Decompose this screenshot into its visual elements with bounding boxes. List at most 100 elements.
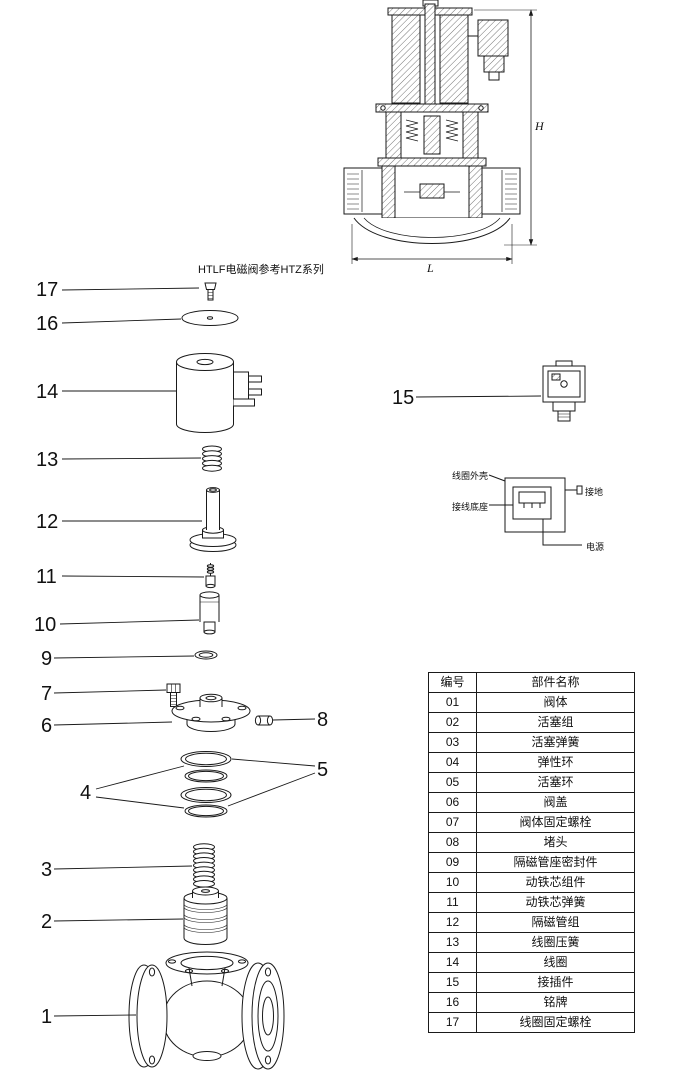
callout-3: 3	[41, 859, 53, 881]
callout-15: 15	[392, 387, 415, 409]
part-name-cell: 活塞环	[476, 772, 635, 793]
part-number-cell: 03	[428, 732, 477, 753]
part-17-coil-screw-drawing	[204, 282, 217, 301]
part-name-cell: 活塞组	[476, 712, 635, 733]
part-number-cell: 12	[428, 912, 477, 933]
part-04-05-rings-drawing	[180, 751, 232, 818]
part-number-cell: 09	[428, 852, 477, 873]
wiring-label-power: 电源	[586, 542, 605, 552]
part-name-cell: 动铁芯组件	[476, 872, 635, 893]
part-number-cell: 14	[428, 952, 477, 973]
part-name-cell: 线圈	[476, 952, 635, 973]
callout-8: 8	[317, 709, 329, 731]
wiring-label-terminal-base: 接线底座	[452, 502, 489, 512]
callout-10: 10	[34, 614, 57, 636]
part-name-cell: 线圈压簧	[476, 932, 635, 953]
callout-4: 4	[80, 782, 92, 804]
part-name-cell: 接插件	[476, 972, 635, 993]
part-07-body-bolt-drawing	[166, 683, 181, 707]
part-03-piston-spring-drawing	[193, 843, 215, 888]
valve-cross-section-drawing	[343, 0, 537, 264]
part-12-sleeve-tube-drawing	[189, 487, 237, 552]
part-number-cell: 05	[428, 772, 477, 793]
part-number-cell: 15	[428, 972, 477, 993]
part-number-cell: 11	[428, 892, 477, 913]
part-name-cell: 隔磁管组	[476, 912, 635, 933]
part-02-piston-group-drawing	[183, 886, 228, 945]
callout-2: 2	[41, 911, 53, 933]
part-number-cell: 16	[428, 992, 477, 1013]
part-number-cell: 10	[428, 872, 477, 893]
callout-16: 16	[36, 313, 59, 335]
column-header-name: 部件名称	[476, 672, 635, 693]
part-number-cell: 07	[428, 812, 477, 833]
part-name-cell: 弹性环	[476, 752, 635, 773]
part-08-plug-drawing	[254, 715, 274, 726]
part-number-cell: 01	[428, 692, 477, 713]
callout-9: 9	[41, 648, 53, 670]
part-10-plunger-assembly-drawing	[199, 591, 220, 635]
part-name-cell: 堵头	[476, 832, 635, 853]
part-number-cell: 17	[428, 1012, 477, 1033]
wiring-label-coil-shell: 线圈外壳	[452, 471, 489, 481]
part-name-cell: 阀体	[476, 692, 635, 713]
wiring-label-ground: 接地	[585, 487, 604, 497]
callout-6: 6	[41, 715, 53, 737]
parts-table-header-row: 编号 部件名称	[428, 672, 635, 693]
dimension-label-l: L	[427, 261, 434, 275]
wiring-diagram-drawing	[488, 474, 583, 546]
callout-1: 1	[41, 1006, 53, 1028]
ground-symbol	[576, 485, 583, 495]
part-06-valve-cover-drawing	[171, 693, 251, 732]
callout-leader-lines	[53, 287, 542, 1017]
part-number-cell: 08	[428, 832, 477, 853]
callout-12: 12	[36, 511, 59, 533]
part-11-plunger-spring-drawing	[205, 563, 216, 589]
part-15-connector-drawing	[542, 360, 586, 422]
part-name-cell: 阀体固定螺栓	[476, 812, 635, 833]
callout-5: 5	[317, 759, 329, 781]
callout-17: 17	[36, 279, 59, 301]
part-13-coil-pressure-spring-drawing	[202, 445, 222, 472]
callout-11: 11	[36, 566, 57, 588]
callout-14: 14	[36, 381, 59, 403]
part-number-cell: 02	[428, 712, 477, 733]
part-number-cell: 04	[428, 752, 477, 773]
part-name-cell: 动铁芯弹簧	[476, 892, 635, 913]
callout-7: 7	[41, 683, 53, 705]
exploded-parts-drawings	[128, 282, 285, 1070]
dimension-label-h: H	[535, 119, 544, 133]
part-09-seal-ring-drawing	[194, 650, 218, 660]
part-number-cell: 06	[428, 792, 477, 813]
part-14-coil-drawing	[176, 353, 262, 433]
part-16-nameplate-drawing	[181, 310, 239, 326]
part-number-cell: 13	[428, 932, 477, 953]
column-header-number: 编号	[428, 672, 477, 693]
part-name-cell: 隔磁管座密封件	[476, 852, 635, 873]
reference-note: HTLF电磁阀参考HTZ系列	[198, 264, 324, 276]
part-name-cell: 铭牌	[476, 992, 635, 1013]
part-name-cell: 阀盖	[476, 792, 635, 813]
part-01-valve-body-drawing	[128, 951, 285, 1070]
part-name-cell: 活塞弹簧	[476, 732, 635, 753]
